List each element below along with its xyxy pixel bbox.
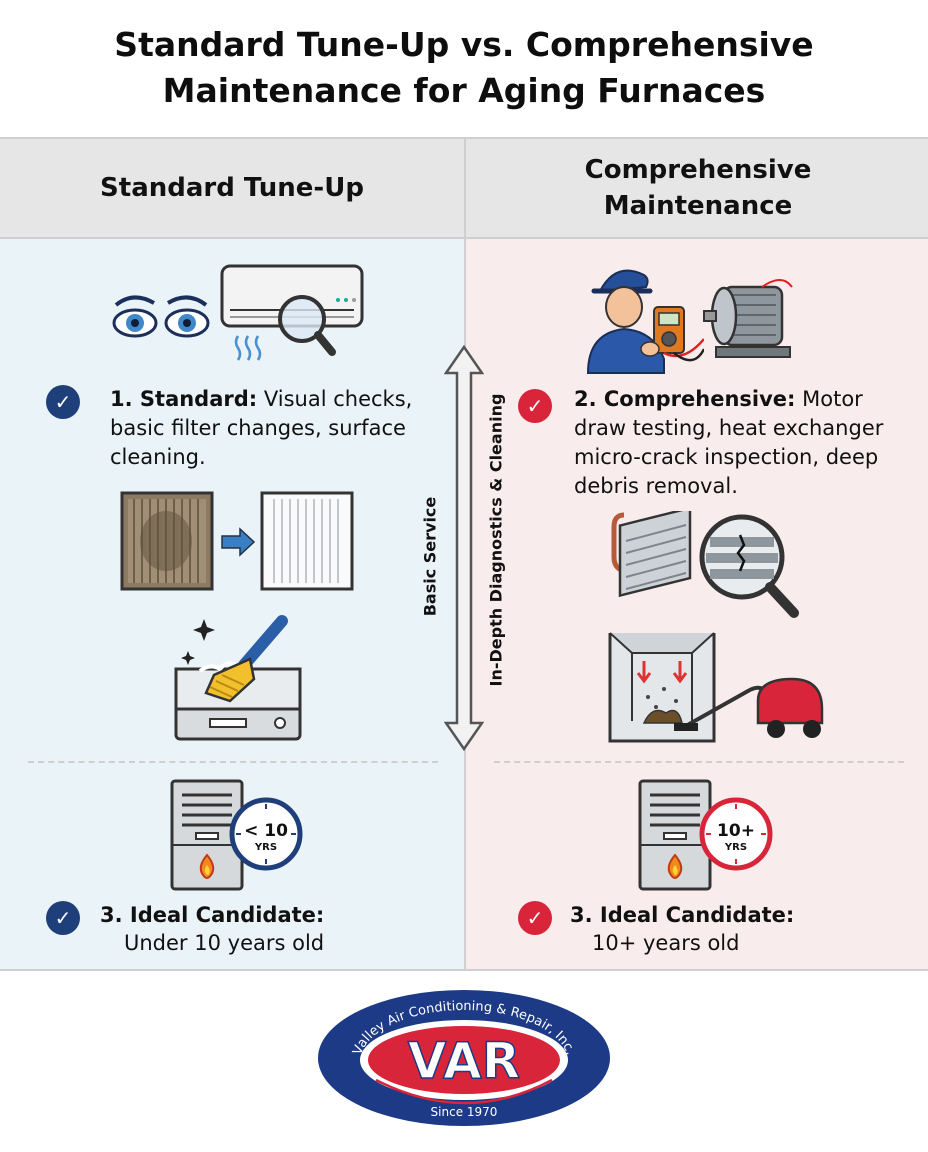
heat-exchanger-crack-icon bbox=[611, 511, 799, 618]
right-ideal-title: 3. Ideal Candidate: bbox=[570, 903, 795, 927]
motor-icon bbox=[703, 279, 793, 358]
clean-filter-icon bbox=[260, 491, 354, 591]
check-icon: ✓ bbox=[518, 901, 552, 935]
basic-service-label: Basic Service bbox=[420, 496, 440, 617]
comparison-table: Standard Tune-Up ✓ 1. Standard: Visual c… bbox=[0, 137, 928, 971]
comprehensive-header: Comprehensive Maintenance bbox=[466, 139, 928, 239]
in-depth-label: In-Depth Diagnostics & Cleaning bbox=[486, 393, 506, 687]
clock-icon: < 10 YRS bbox=[229, 797, 303, 871]
dirty-filter-icon bbox=[120, 491, 214, 591]
right-ideal-sub: 10+ years old bbox=[592, 931, 740, 955]
debris-vacuum-icon bbox=[608, 632, 824, 743]
left-ideal-sub: Under 10 years old bbox=[124, 931, 325, 955]
standard-column: Standard Tune-Up ✓ 1. Standard: Visual c… bbox=[0, 139, 464, 969]
left-ideal-title: 3. Ideal Candidate: bbox=[100, 903, 325, 927]
section-divider bbox=[494, 761, 904, 763]
air-unit-magnifier-icon bbox=[220, 264, 364, 361]
left-badge-text: < 10 bbox=[244, 821, 288, 841]
check-icon: ✓ bbox=[46, 901, 80, 935]
standard-description: 1. Standard: Visual checks, basic filter… bbox=[110, 387, 413, 469]
double-arrow-icon bbox=[444, 345, 484, 751]
brush-cleaning-icon bbox=[174, 615, 302, 741]
logo-monogram: VAR bbox=[408, 1032, 521, 1090]
technician-multimeter-icon bbox=[586, 269, 704, 374]
section-divider bbox=[28, 761, 438, 763]
page-title: Standard Tune-Up vs. Comprehensive Maint… bbox=[0, 22, 928, 114]
title-line-2: Maintenance for Aging Furnaces bbox=[162, 71, 766, 110]
check-icon: ✓ bbox=[46, 385, 80, 419]
title-line-1: Standard Tune-Up vs. Comprehensive bbox=[114, 25, 814, 64]
eyes-icon bbox=[112, 295, 210, 338]
furnace-icon bbox=[638, 779, 712, 891]
right-badge-unit: YRS bbox=[724, 842, 747, 853]
standard-header: Standard Tune-Up bbox=[0, 139, 464, 239]
arrow-right-icon bbox=[221, 527, 256, 557]
left-badge-unit: YRS bbox=[254, 842, 277, 853]
clock-icon: 10+ YRS bbox=[699, 797, 773, 871]
company-logo: Valley Air Conditioning & Repair, Inc. V… bbox=[318, 990, 610, 1126]
check-icon: ✓ bbox=[518, 389, 552, 423]
comprehensive-column: Comprehensive Maintenance ✓ 2. Comprehen… bbox=[464, 139, 928, 969]
comprehensive-description: 2. Comprehensive: Motor draw testing, he… bbox=[574, 387, 884, 498]
logo-since: Since 1970 bbox=[431, 1105, 498, 1119]
right-badge-text: 10+ bbox=[717, 821, 755, 841]
